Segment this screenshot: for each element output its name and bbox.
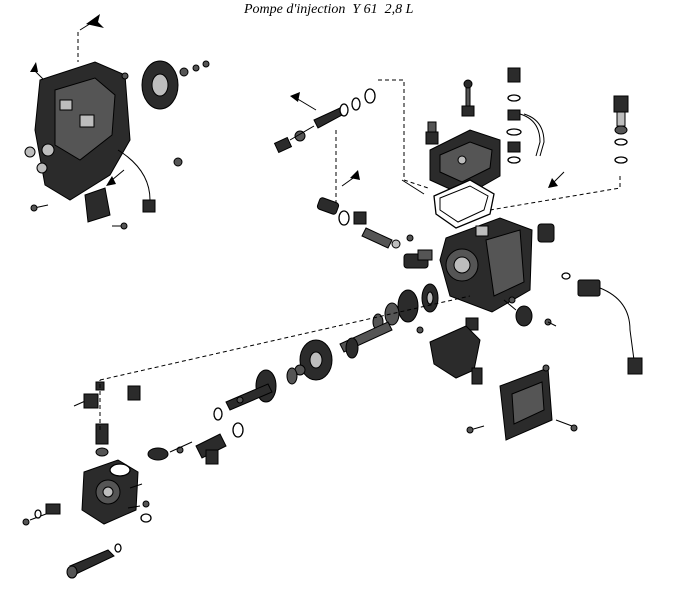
arrow-up-left-icon-2 — [290, 92, 300, 102]
arrow-down-left-icon — [106, 176, 116, 186]
distributor-head-group — [22, 380, 193, 579]
arrow-down-right-icon — [350, 170, 360, 180]
assembled-pump-overview — [24, 14, 210, 230]
diagram-title: Pompe d'injection Y 61 2,8 L — [244, 2, 414, 17]
arrow-up-left-icon — [30, 62, 38, 72]
pump-housing — [316, 197, 643, 375]
top-cover-group — [401, 67, 629, 229]
feed-parts-group — [273, 79, 429, 210]
drive-shaft-group — [99, 283, 471, 465]
bracket-group — [429, 317, 578, 441]
arrow-down-left-icon-2 — [548, 178, 558, 188]
